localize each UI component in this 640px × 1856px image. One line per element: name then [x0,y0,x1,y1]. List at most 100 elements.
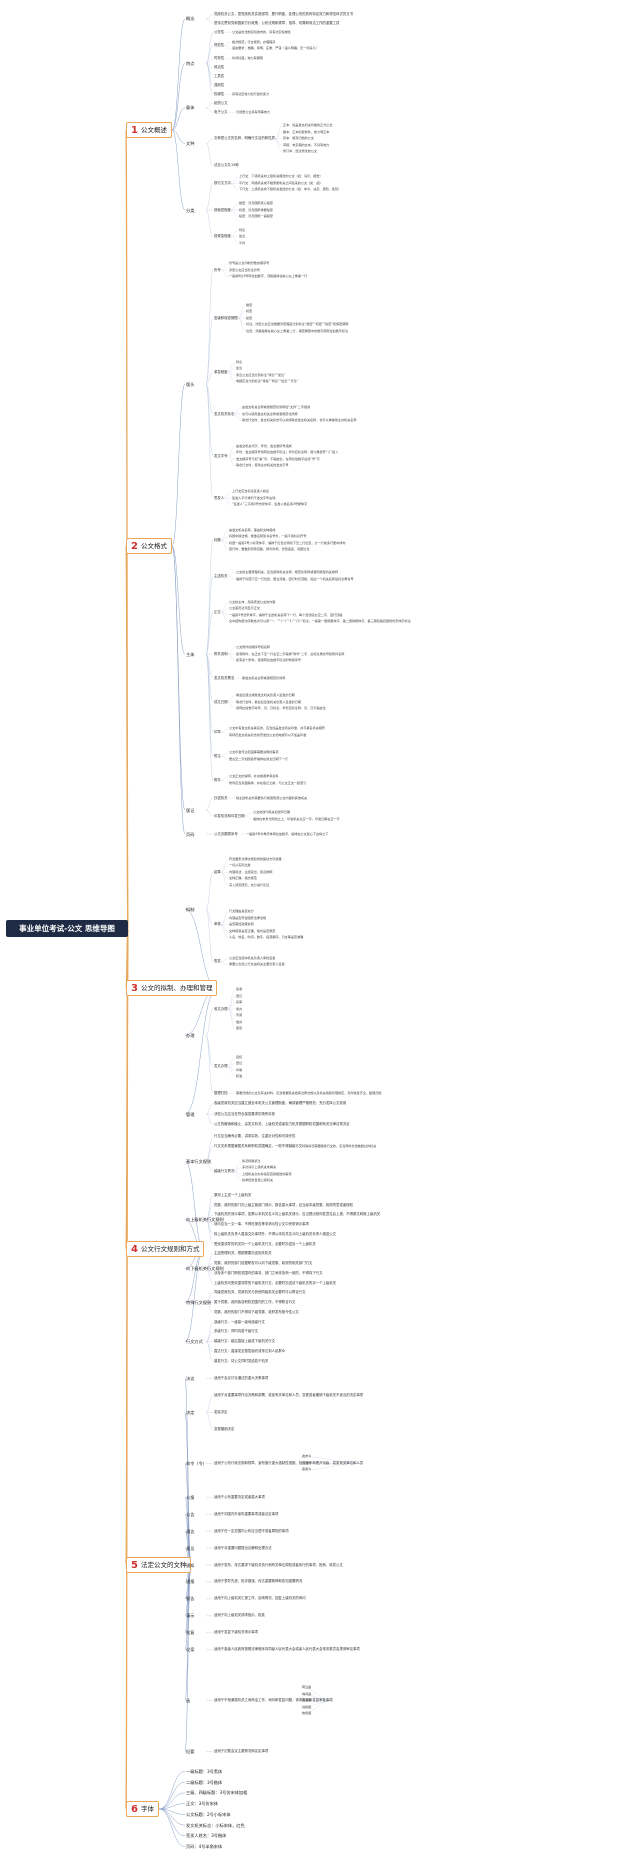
level3-node[interactable]: 主送受理机关，根据需要抄送相关机关 [214,1251,272,1256]
level4-node[interactable]: 内容是否符合国家法律法规 [229,915,267,920]
level2-node[interactable]: 纪要 [186,1749,195,1755]
level2-node[interactable]: 函 [186,1698,191,1704]
level4-node[interactable]: 联合行文时，发文机关标志可以并用联合发文机关名称，也可以单独用主办机关名称 [242,418,357,422]
level4-node[interactable]: “签发人”三字用3号仿宋体字，签发人姓名用3号楷体字 [232,502,308,506]
level3-node[interactable]: 权威性 [214,91,225,96]
level4-node[interactable]: 公文附件的顺序号和名称 [236,645,271,649]
level2-node[interactable]: 发文机关标志：小标宋体，红色 [186,1822,245,1828]
level4-node[interactable]: 联合行文时，使用主办机关的发文字号 [236,463,289,468]
level2-node[interactable]: 版记 [186,807,195,813]
level4-node[interactable]: 公文印发传达范围等需要说明的事项 [229,750,279,755]
level4-node[interactable]: 回行时，要做到词意完整，排列对称，长短适宜，间距恰当 [229,547,310,552]
level3-node[interactable]: 下级机关的请示事项，如需以本机关名义向上级机关请示，应当提出倾向性意见后上报，不… [214,1212,381,1217]
level3-node[interactable]: 法定公文共15种 [214,163,239,168]
level3-node[interactable]: 党委、政府的部门依据职权可以向下级党委、政府的相关部门行文 [214,1261,313,1266]
level3-node[interactable]: 适用于在一定范围内公布应当遵守或者周知的事项 [214,1528,289,1533]
level4-node[interactable]: 人名、地名、时间、数字、段落顺序、引文等是否准确 [229,935,304,940]
level4-node[interactable]: 机密 [246,309,253,313]
level4-node[interactable]: 标题中除法规、规章名称加书名号外，一般不用标点符号 [229,534,307,539]
level3-node[interactable]: 变更撤销决定 [214,1426,235,1431]
level3-node[interactable]: 适用于公布重要决定或者重大事项 [214,1494,265,1499]
level3-node[interactable]: 涉及多个部门职权范围内的事务，部门之间未协商一致的，不得向下行文 [214,1270,323,1275]
level4-node[interactable]: 除主送机关外需要执行或者知晓公文内容的其他机关 [236,795,308,800]
level4-node[interactable]: 印制 [236,1067,243,1072]
level2-node[interactable]: 决定 [186,1409,195,1415]
level2-node[interactable]: 公告 [186,1511,195,1517]
level3-node[interactable]: 纸质公文 [214,100,228,105]
level3-node[interactable]: 受双重领导的机关向一个上级机关行文，必要时抄送另一个上级机关 [214,1241,316,1246]
level4-node[interactable]: 发文顺序号不加“第”字，不编虚位，在阿拉伯数字后加“号”字 [236,456,320,461]
level2-node[interactable]: 批复 [186,1630,195,1636]
level3-node[interactable]: 适用于向国内外宣布重要事项或者法定事项 [214,1511,279,1516]
level2-node[interactable]: 版头 [186,381,195,387]
level4-node[interactable]: 用阿拉伯数字将年、月、日标全，年份应标全称，月、日不编虚位 [236,706,326,710]
level2-node[interactable]: 命令（令） [186,1460,207,1466]
level3-node[interactable]: 适用于对重要事项作出决策和部署、奖惩有关单位和人员、变更或者撤销下级机关不适当的… [214,1392,364,1397]
level3-node[interactable]: 签发 [214,959,221,964]
level3-node[interactable]: 政治性 [214,65,225,70]
level3-node[interactable]: 审核 [214,922,221,927]
level2-node[interactable]: 办理 [186,1032,195,1038]
level2-node[interactable]: 分类 [186,207,195,213]
level3-node[interactable]: 文种是公文的名称，明确行文目的和性质 [214,136,276,141]
level4-node[interactable]: 一般用6位3号阿拉伯数字，顶格编排在版心左上角第一行 [229,274,308,278]
level3-node[interactable]: 直达行文：直接发至基层组织或传达到人民群众 [214,1348,286,1353]
level4-node[interactable]: 草稿：未定稿的文本，不具有效力 [283,142,330,147]
level4-node[interactable]: 副本：正本的复制件，效力同正本 [283,129,330,134]
level3-node[interactable]: 附注 [214,753,221,758]
level3-node[interactable]: 适用于表彰先进、批评错误、传达重要精神和告知重要情况 [214,1579,303,1584]
level2-node[interactable]: 公文标题：2号小标宋体 [186,1811,231,1817]
level3-node[interactable]: 印章 [214,729,221,734]
level2-node[interactable]: 载体 [186,105,195,111]
level2-node[interactable]: 签发人姓名：3号楷体 [186,1833,227,1839]
level4-node[interactable]: 签收 [236,987,243,992]
level4-node[interactable]: 文种正确，格式规范 [229,876,257,881]
level4-node[interactable]: 居左空二字加圆括号编排在成文日期下一行 [229,756,288,761]
level4-node[interactable]: 传阅 [236,1013,243,1018]
level4-node[interactable]: 机密：涉及国家重要秘密 [239,207,274,212]
level3-node[interactable]: 紧急程度 [214,369,228,374]
level3-node[interactable]: 请示应当一文一事，不得在报告等非请示性公文中夹带请示事项 [214,1222,309,1227]
level3-node[interactable]: 主送机关 [214,573,228,578]
level3-node[interactable]: 电子公文 [214,109,228,114]
level2-node[interactable]: 三级、四级标题：3号仿宋体加粗 [186,1790,248,1796]
level3-node[interactable]: 除上级机关负责人直接交办事项外，不得以本机关名义向上级机关负责人报送公文 [214,1231,337,1236]
level2-node[interactable]: 文种 [186,140,195,146]
level4-node[interactable]: 存本：留存归档的公文 [283,136,314,141]
level2-node[interactable]: 意见 [186,1545,195,1551]
level3-node[interactable]: 逐级行文：一级接一级地逐级行文 [214,1319,265,1324]
level3-node[interactable]: 份号 [214,267,221,272]
level4-node[interactable]: 公文应当经本机关负责人审批签发 [229,955,276,960]
level3-node[interactable]: 适用于向上级机关请求指示、批准 [214,1613,265,1618]
level3-node[interactable]: 普发行文：将公文同时发给若干机关 [214,1358,269,1363]
level4-node[interactable]: 登记 [236,1061,243,1066]
level4-node[interactable]: 署会议通过或者发文机关负责人签发的日期 [236,693,295,697]
level4-node[interactable]: 深入调查研究，充分进行论证 [229,882,270,887]
level2-node[interactable]: 通告 [186,1528,195,1534]
level4-node[interactable]: 绝密：涉及国家核心秘密 [239,201,274,205]
level4-node[interactable]: 公文首页必须显示正文 [229,606,260,611]
level3-node[interactable]: 按秘密程度 [214,207,231,212]
level4-node[interactable]: 答复函 [302,1698,312,1703]
level4-node[interactable]: 涉密公文应当标注份号 [229,267,260,272]
level4-node[interactable]: 时间性强；效力有期限 [232,56,263,61]
level2-node[interactable]: 主体 [186,651,195,657]
level3-node[interactable]: 适用于公布行政法规和规章、宣布施行重大强制性措施、批准授予和晋升衔级、嘉奖有关单… [214,1460,364,1465]
level3-node[interactable]: 上级机关向受双重领导的下级机关行文，必要时抄送该下级机关的另一个上级机关 [214,1280,337,1285]
level2-node[interactable]: 二级标题：3号楷体 [186,1779,223,1785]
level3-node[interactable]: 成文日期 [214,699,228,704]
level3-node[interactable]: 党政机关公文，是党政机关实施领导、履行职能、处理公务的具有特定效力和规范体式的文… [214,11,354,16]
level3-node[interactable]: 发文机关署名 [214,675,235,680]
level4-node[interactable]: 一切从实际出发 [229,863,251,868]
level3-node[interactable]: 印发机关和印发日期 [214,813,245,818]
level2-node[interactable]: 页码 [186,831,195,837]
level4-node[interactable]: 登记 [236,993,243,998]
level3-node[interactable]: 强制性 [214,83,225,88]
level3-node[interactable]: 党委、政府的部门不得向下级党委、政府发布指令性公文 [214,1309,299,1314]
level4-node[interactable]: 公文的主要受理机关，应当使用机关全称、规范化简称或者同类型机关统称 [236,570,339,575]
level4-node[interactable]: 需要归档的公文及有关材料，应当根据有关档案法律法规以及机关档案管理规定，及时收集… [236,1090,382,1095]
level4-node[interactable]: 标注：涉密公文应当根据涉密程度分别标注“绝密”“机密”“秘密”和保密期限 [246,322,349,326]
